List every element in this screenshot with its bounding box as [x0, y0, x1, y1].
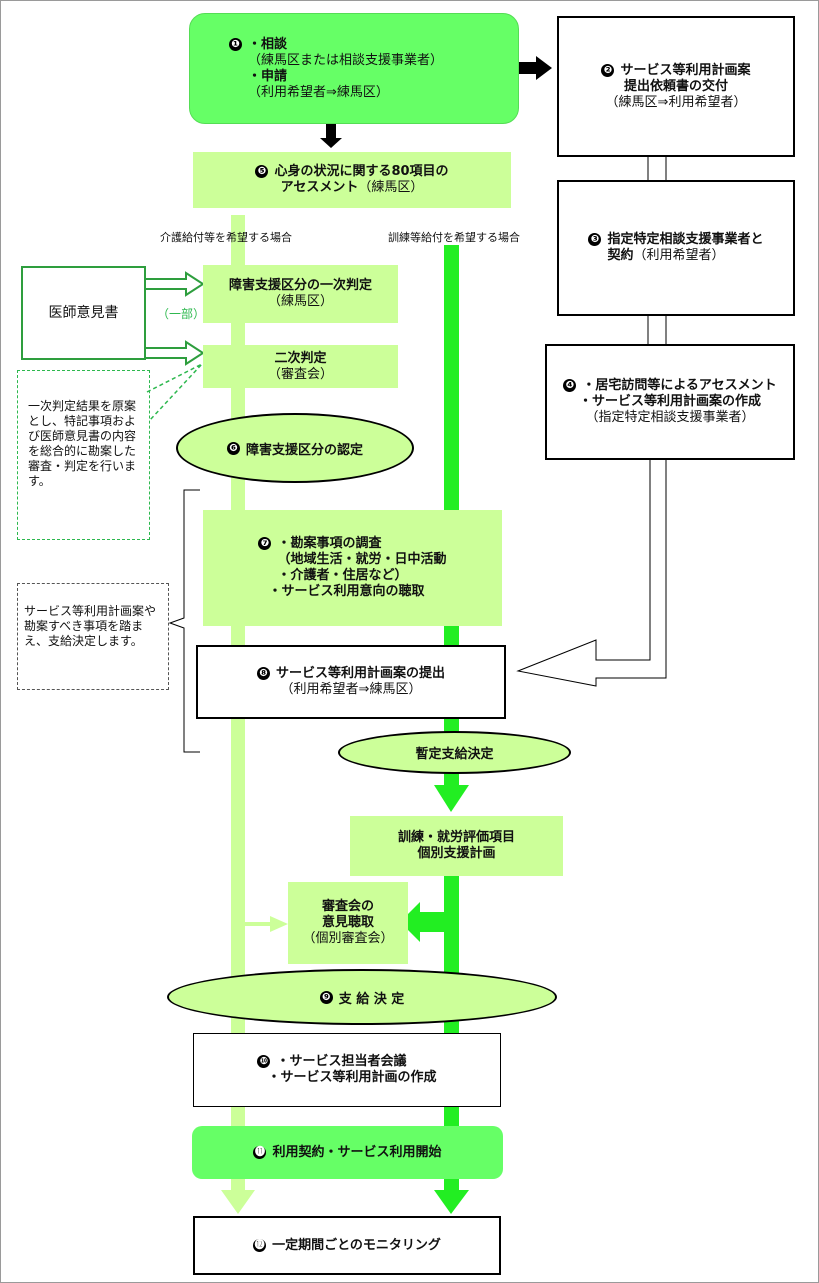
review-board-hearing-box: 審査会の 意見聴取 （個別審査会）	[288, 882, 408, 964]
kunren-route-label: 訓練等給付を希望する場合	[388, 231, 520, 244]
step3-contract-box: ❸ 指定特定相談支援事業者と 契約（利用希望者）	[557, 180, 795, 316]
review-board-line2: 意見聴取	[321, 915, 374, 930]
step2-number: ❷	[601, 63, 615, 77]
step9-label: 支 給 決 定	[338, 991, 405, 1007]
step1-line3: ・申請	[248, 68, 288, 84]
step3-line2: 契約	[607, 248, 634, 263]
primary-judgment-sub: （練馬区）	[267, 294, 333, 309]
step2-line3: （練馬区⇒利用希望者）	[605, 94, 747, 110]
step10-line1: ・サービス担当者会議	[276, 1054, 407, 1069]
decision-note: サービス等利用計画案や勘案すべき事項を踏まえ、支給決定します。	[17, 583, 169, 690]
review-board-line1: 審査会の	[321, 899, 374, 914]
note2-bracket	[168, 489, 200, 753]
step5-assessment-box: ❺ 心身の状況に関する80項目の アセスメント（練馬区）	[193, 152, 511, 208]
decision-note-text: サービス等利用計画案や勘案すべき事項を踏まえ、支給決定します。	[24, 604, 157, 648]
kaigo-flow-arrowhead	[221, 1190, 255, 1214]
step7-number: ❼	[258, 537, 272, 550]
training-evaluation-line1: 訓練・就労評価項目	[397, 830, 515, 845]
kunren-flow-arrowhead-2	[434, 1190, 469, 1214]
step8-number: ❽	[256, 667, 270, 680]
step6-number: ❻	[226, 441, 240, 455]
secondary-judgment-sub: （審査会）	[267, 366, 333, 382]
arrow-1-to-2	[518, 56, 552, 80]
review-board-line3: （個別審査会）	[302, 931, 394, 946]
partial-label: （一部）	[157, 307, 206, 321]
step7-line4: ・サービス利用意向の聴取	[268, 584, 425, 599]
secondary-judgment-title: 二次判定	[274, 350, 327, 366]
step3-line3: （利用希望者）	[633, 248, 725, 263]
step5-line1: 心身の状況に関する80項目の	[274, 164, 449, 179]
step7-line1: ・勘案事項の調査	[277, 536, 382, 551]
step3-line1: 指定特定相談支援事業者と	[607, 232, 764, 247]
step10-line2: ・サービス等利用計画の作成	[267, 1070, 437, 1085]
secondary-judgment-box: 二次判定 （審査会）	[203, 345, 398, 388]
step4-plan-draft-box: ❹ ・居宅訪問等によるアセスメント ・サービス等利用計画案の作成 （指定特定相談支…	[545, 344, 795, 460]
step1-consultation-box: ❶ ・相談 （練馬区または相談支援事業者） ・申請 （利用希望者⇒練馬区）	[189, 13, 519, 124]
step11-start-box: ⓫ 利用契約・サービス利用開始	[192, 1126, 503, 1179]
step10-number: ❿	[257, 1055, 271, 1068]
step7-line3: ・介護者・住居など）	[277, 568, 408, 583]
arrow-4-to-8	[516, 460, 667, 687]
step5-line3: （練馬区）	[358, 180, 424, 195]
step12-number: ⓬	[253, 1238, 267, 1252]
step2-line1: サービス等利用計画案	[620, 62, 751, 78]
step9-number: ❾	[319, 990, 333, 1004]
step4-line3: （指定特定相談支援事業者）	[585, 410, 755, 425]
step10-meeting-box: ❿ ・サービス担当者会議 ・サービス等利用計画の作成	[193, 1033, 501, 1107]
judgment-note-text: 一次判定結果を原案とし、特記事項および医師意見書の内容を総合的に勘案した審査・判…	[28, 399, 137, 488]
to-shinsakai-arrow	[400, 902, 444, 942]
step5-line2: アセスメント	[280, 180, 359, 195]
step12-label: 一定期間ごとのモニタリング	[272, 1237, 441, 1253]
primary-judgment-box: 障害支援区分の一次判定 （練馬区）	[203, 265, 398, 323]
step4-line2: ・サービス等利用計画案の作成	[578, 394, 761, 409]
provisional-decision-label: 暫定支給決定	[415, 747, 494, 762]
arrow-1-to-5	[320, 124, 342, 148]
step8-line1: サービス等利用計画案の提出	[275, 666, 445, 681]
step1-number: ❶	[229, 37, 242, 51]
step7-line2: （地域生活・就労・日中活動	[277, 552, 447, 567]
kunren-flow-arrowhead-1	[434, 785, 469, 812]
step2-line2: 提出依頼書の交付	[623, 78, 728, 94]
step4-number: ❹	[563, 379, 577, 392]
judgment-note: 一次判定結果を原案とし、特記事項および医師意見書の内容を総合的に勘案した審査・判…	[17, 370, 150, 540]
step6-certification-ellipse: ❻ 障害支援区分の認定	[176, 413, 414, 483]
step8-line2: （利用希望者⇒練馬区）	[280, 682, 422, 697]
doctor-opinion-label: 医師意見書	[48, 305, 119, 321]
step11-number: ⓫	[253, 1145, 267, 1159]
step7-survey-box: ❼ ・勘案事項の調査 （地域生活・就労・日中活動 ・介護者・住居など） ・サービス…	[203, 510, 502, 626]
step11-label: 利用契約・サービス利用開始	[272, 1144, 442, 1160]
step9-decision-ellipse: ❾ 支 給 決 定	[167, 969, 557, 1025]
step1-line1: ・相談	[248, 36, 288, 52]
provisional-decision-ellipse: 暫定支給決定	[338, 731, 571, 774]
step6-label: 障害支援区分の認定	[245, 442, 363, 458]
training-evaluation-line2: 個別支援計画	[417, 846, 496, 861]
step2-request-box: ❷ サービス等利用計画案 提出依頼書の交付 （練馬区⇒利用希望者）	[557, 16, 795, 157]
step1-line4: （利用希望者⇒練馬区）	[248, 84, 389, 100]
step8-submission-box: ❽ サービス等利用計画案の提出 （利用希望者⇒練馬区）	[196, 645, 506, 719]
training-evaluation-box: 訓練・就労評価項目 個別支援計画	[350, 816, 563, 876]
doctor-opinion-box: 医師意見書	[21, 266, 146, 360]
step3-number: ❸	[588, 233, 602, 246]
step1-line2: （練馬区または相談支援事業者）	[248, 52, 444, 68]
arrow-ishi-to-ichiji	[146, 271, 205, 297]
arrow-ishi-to-niji	[146, 340, 205, 366]
step12-monitoring-box: ⓬ 一定期間ごとのモニタリング	[193, 1216, 501, 1275]
step4-line1: ・居宅訪問等によるアセスメント	[582, 378, 777, 393]
primary-judgment-title: 障害支援区分の一次判定	[228, 278, 372, 293]
kaigo-route-label: 介護給付等を希望する場合	[160, 231, 292, 244]
step5-number: ❺	[255, 165, 269, 178]
